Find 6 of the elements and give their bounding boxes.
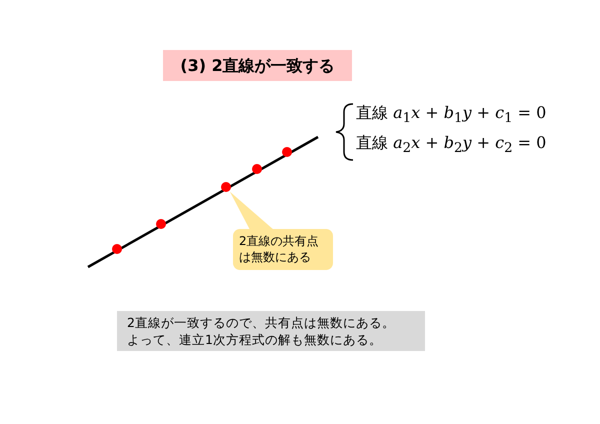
equation: 直線 a$_{2}$x + b$_{2}$y + c$_{2}$ = 0 xyxy=(356,133,546,156)
equation: 直線 a$_{1}$x + b$_{1}$y + c$_{1}$ = 0 xyxy=(356,103,546,126)
note-box: 2直線が一致するので、共有点は無数にある。よって、連立1次方程式の解も無数にある。 xyxy=(117,311,425,351)
callout-pointer xyxy=(230,192,274,230)
title: (3) 2直線が一致する xyxy=(163,50,352,81)
point xyxy=(221,182,231,192)
